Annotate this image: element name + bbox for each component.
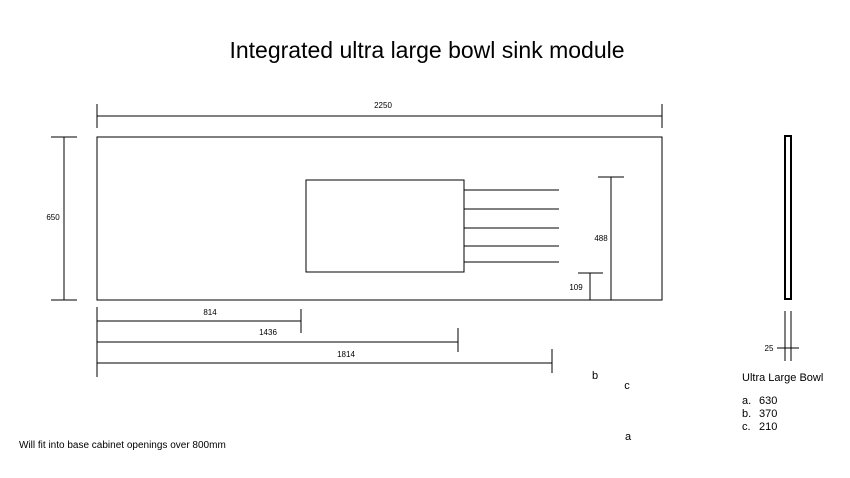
legend-value-b: 370 bbox=[759, 408, 777, 420]
bowl-depth-label: 488 bbox=[594, 234, 608, 243]
overall-width-label: 2250 bbox=[374, 101, 392, 110]
overall-depth-label: 650 bbox=[46, 213, 60, 222]
page-title: Integrated ultra large bowl sink module bbox=[229, 37, 624, 63]
profile-thickness bbox=[784, 135, 792, 300]
footnote: Will fit into base cabinet openings over… bbox=[19, 440, 226, 451]
legend-value-a: 630 bbox=[759, 395, 777, 407]
legend-key-c: c. bbox=[742, 421, 751, 433]
marker-c: c bbox=[624, 380, 630, 392]
side-profile: 25 bbox=[765, 135, 799, 361]
offset-814-label: 814 bbox=[203, 308, 217, 317]
legend-key-a: a. bbox=[742, 395, 751, 407]
drainer-grooves bbox=[464, 189, 559, 263]
legend-key-b: b. bbox=[742, 408, 751, 420]
overall-depth-dimension: 650 bbox=[46, 136, 77, 301]
front-offset-label: 109 bbox=[569, 283, 583, 292]
legend-value-c: 210 bbox=[759, 421, 777, 433]
overall-width-dimension: 2250 bbox=[96, 101, 663, 128]
bowl-legend: Ultra Large Bowl a. 630 b. 370 c. 210 bbox=[742, 372, 823, 433]
legend-title: Ultra Large Bowl bbox=[742, 372, 823, 384]
offset-1436-label: 1436 bbox=[259, 328, 277, 337]
marker-a: a bbox=[625, 431, 632, 443]
thickness-label: 25 bbox=[765, 344, 774, 353]
sink-bowl bbox=[305, 179, 465, 273]
bottom-offset-dimensions: 814 1436 1814 bbox=[96, 307, 553, 377]
marker-b: b bbox=[592, 370, 598, 382]
bowl-depth-dimension: 488 bbox=[594, 176, 624, 300]
offset-1814-label: 1814 bbox=[337, 350, 355, 359]
benchtop-outline bbox=[96, 136, 663, 301]
front-offset-dimension: 109 bbox=[569, 272, 603, 300]
